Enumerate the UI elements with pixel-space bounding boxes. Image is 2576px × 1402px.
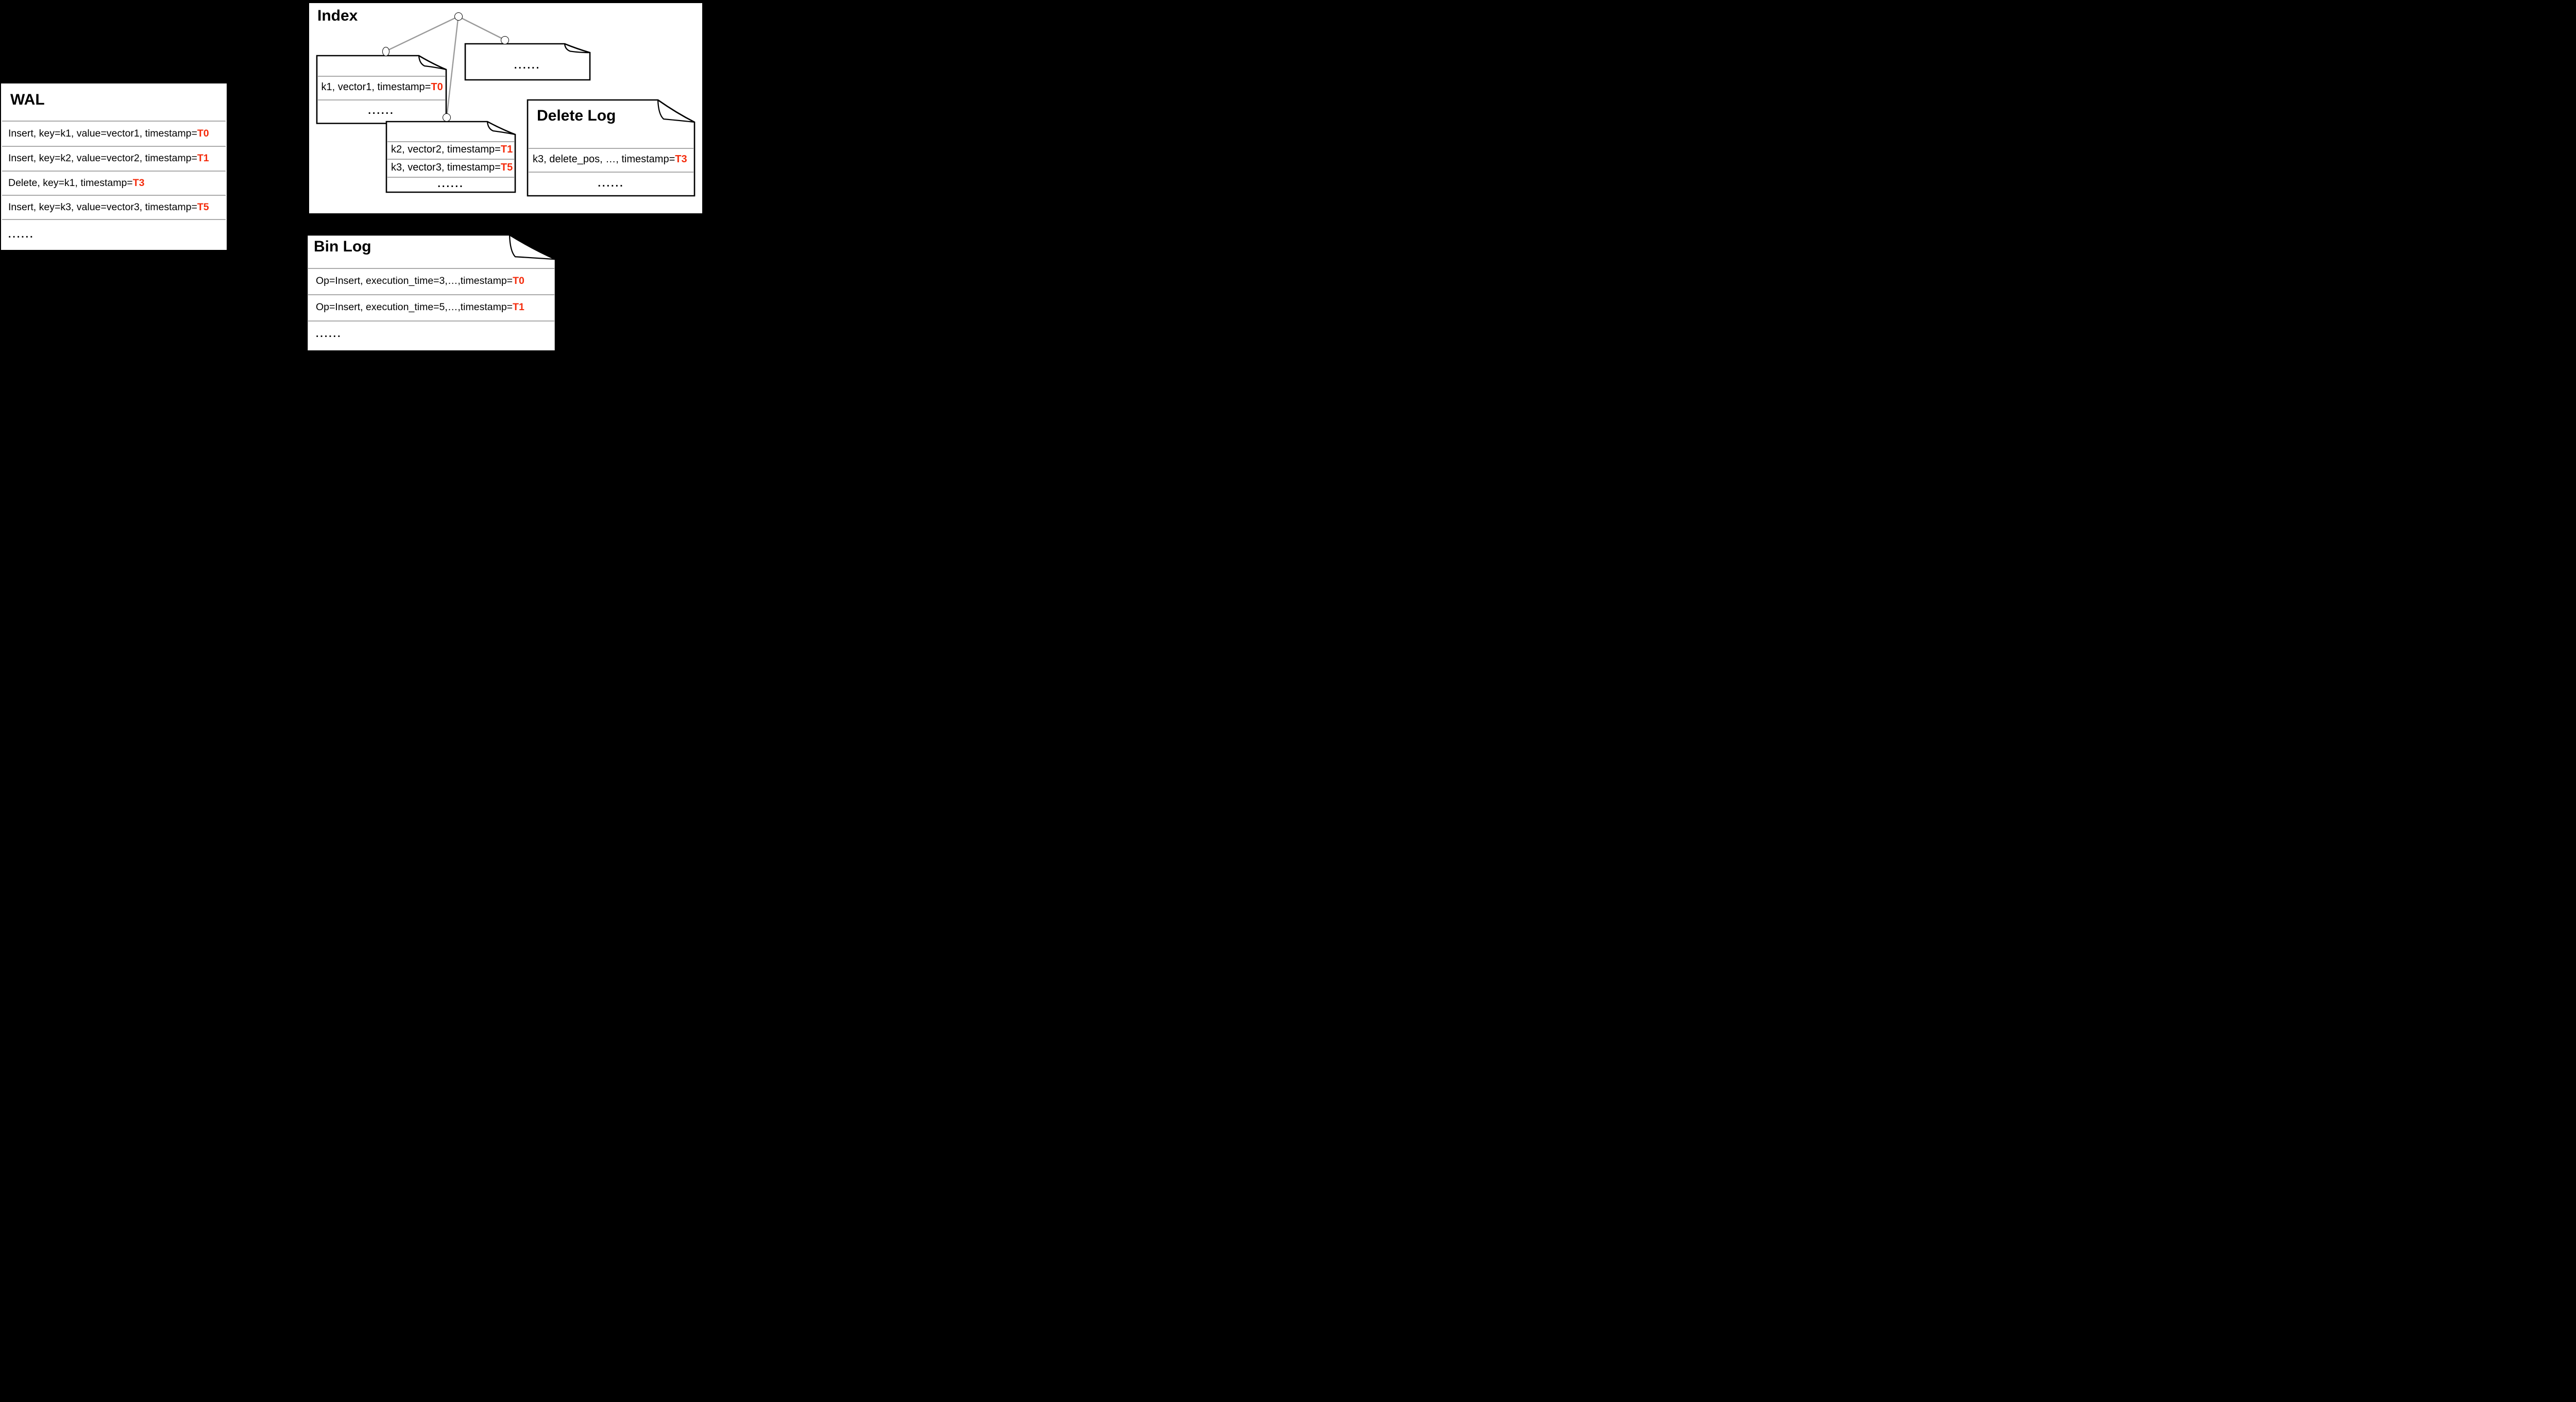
- tree-node-middle-icon: [443, 113, 451, 122]
- timestamp-value: T5: [500, 161, 513, 173]
- ellipsis-text: ......: [514, 59, 541, 71]
- folded-corner-icon: [486, 121, 516, 135]
- wal-row: Delete, key=k1, timestamp=T3: [1, 172, 227, 195]
- index-file-row: k2, vector2, timestamp=T1: [386, 142, 515, 158]
- wal-row-text: Insert, key=k3, value=vector3, timestamp…: [8, 201, 197, 213]
- bin-log-row-text: Op=Insert, execution_time=3,…,timestamp=: [316, 275, 513, 287]
- divider: [529, 147, 693, 149]
- timestamp-value: T3: [675, 154, 687, 165]
- timestamp-value: T1: [197, 153, 209, 164]
- index-file-row-ellipsis: ......: [465, 51, 590, 80]
- bin-log-row-ellipsis: ......: [307, 322, 555, 347]
- index-file-row-ellipsis: ......: [386, 178, 515, 191]
- wal-row: Insert, key=k2, value=vector2, timestamp…: [1, 147, 227, 171]
- tree-node-root-icon: [454, 12, 463, 21]
- timestamp-value: T1: [500, 144, 513, 156]
- bin-log-row-text: Op=Insert, execution_time=5,…,timestamp=: [316, 301, 513, 313]
- divider: [308, 294, 554, 295]
- index-row-text: k3, vector3, timestamp=: [391, 161, 501, 173]
- wal-row: Insert, key=k1, value=vector1, timestamp…: [1, 122, 227, 146]
- wal-title: WAL: [10, 91, 45, 108]
- divider: [308, 320, 554, 322]
- divider: [387, 176, 514, 178]
- bin-log-row: Op=Insert, execution_time=3,…,timestamp=…: [307, 269, 555, 293]
- delete-log-row-text: k3, delete_pos, …, timestamp=: [533, 154, 675, 165]
- document-outline: [385, 121, 516, 193]
- timestamp-value: T1: [513, 301, 524, 313]
- divider: [317, 99, 445, 100]
- delete-log-document: Delete Log k3, delete_pos, …, timestamp=…: [527, 99, 696, 197]
- ellipsis-text: ......: [437, 178, 464, 190]
- tree-node-left-icon: [382, 46, 389, 56]
- wal-row: Insert, key=k3, value=vector3, timestamp…: [1, 196, 227, 219]
- index-row-text: k1, vector1, timestamp=: [321, 81, 431, 93]
- timestamp-value: T3: [132, 177, 145, 189]
- divider: [2, 121, 226, 122]
- index-file-row: k3, vector3, timestamp=T5: [386, 160, 515, 176]
- ellipsis-text: ......: [368, 105, 395, 116]
- index-row-text: k2, vector2, timestamp=: [391, 144, 501, 156]
- wal-row-text: Insert, key=k1, value=vector1, timestamp…: [8, 127, 197, 139]
- wal-row-ellipsis: ......: [1, 220, 227, 249]
- tree-node-right-icon: [501, 36, 509, 44]
- divider: [2, 195, 226, 196]
- divider: [2, 219, 226, 220]
- folded-corner-icon: [657, 99, 695, 123]
- document-outline: [464, 43, 590, 81]
- divider: [317, 75, 445, 77]
- index-file-row: k1, vector1, timestamp=T0: [317, 77, 446, 98]
- delete-log-row: k3, delete_pos, …, timestamp=T3: [528, 149, 694, 171]
- timestamp-value: T0: [513, 275, 524, 287]
- bin-log-document: Bin Log Op=Insert, execution_time=3,…,ti…: [306, 234, 556, 350]
- diagram-canvas: WAL Insert, key=k1, value=vector1, times…: [0, 0, 705, 350]
- ellipsis-text: ......: [8, 228, 35, 240]
- delete-log-row-ellipsis: ......: [528, 173, 694, 195]
- index-segment-file-k1: k1, vector1, timestamp=T0 ......: [316, 55, 447, 124]
- divider: [2, 171, 226, 172]
- timestamp-value: T0: [197, 127, 209, 139]
- folded-corner-icon: [418, 55, 446, 70]
- index-segment-file-other: ......: [464, 43, 590, 81]
- timestamp-value: T0: [431, 81, 443, 93]
- divider: [529, 172, 693, 173]
- timestamp-value: T5: [197, 201, 209, 213]
- folded-corner-icon: [509, 234, 556, 260]
- divider: [387, 159, 514, 160]
- bin-log-row: Op=Insert, execution_time=5,…,timestamp=…: [307, 295, 555, 319]
- index-tree-edges: [385, 15, 505, 118]
- document-outline: [306, 234, 556, 350]
- divider: [2, 145, 226, 147]
- document-outline: [316, 55, 447, 124]
- index-title: Index: [317, 7, 358, 24]
- delete-log-title: Delete Log: [537, 107, 616, 124]
- divider: [387, 141, 514, 142]
- bin-log-title: Bin Log: [314, 238, 371, 255]
- folded-corner-icon: [564, 43, 590, 54]
- wal-row-text: Insert, key=k2, value=vector2, timestamp…: [8, 153, 197, 164]
- index-segment-file-k2k3: k2, vector2, timestamp=T1 k3, vector3, t…: [385, 121, 516, 193]
- divider: [308, 268, 554, 269]
- ellipsis-text: ......: [598, 178, 624, 189]
- wal-panel: WAL Insert, key=k1, value=vector1, times…: [1, 83, 227, 250]
- ellipsis-text: ......: [316, 328, 342, 340]
- wal-row-text: Delete, key=k1, timestamp=: [8, 177, 133, 189]
- index-file-row-ellipsis: ......: [317, 100, 446, 122]
